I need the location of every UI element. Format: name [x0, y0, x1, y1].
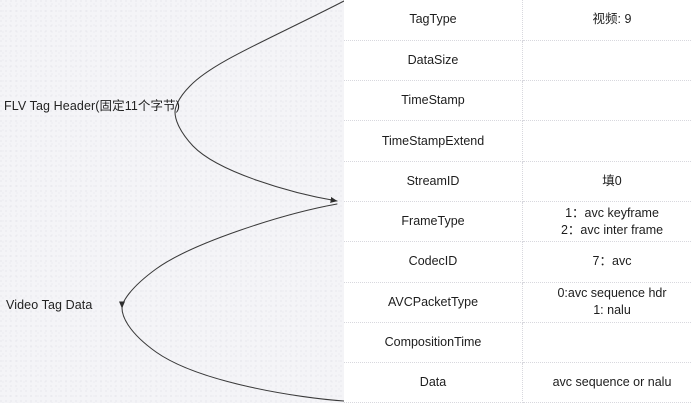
field-value-line: avc sequence or nalu: [552, 375, 672, 390]
field-name-cell: AVCPacketType: [344, 282, 523, 323]
table-body: TagType 视频: 9 DataSize TimeStamp TimeSta…: [344, 0, 692, 403]
field-value-line: 7：avc: [592, 254, 632, 269]
field-value-line: 1: nalu: [593, 303, 631, 318]
field-name-cell: StreamID: [344, 161, 523, 202]
field-value-cell: [522, 40, 692, 82]
field-value-cell: 1：avc keyframe 2：avc inter frame: [522, 201, 692, 243]
field-name-cell: TimeStamp: [344, 80, 523, 122]
table-row: TimeStampExtend: [344, 120, 692, 162]
table-row: DataSize: [344, 40, 692, 82]
table-row: CodecID 7：avc: [344, 241, 692, 283]
table-row: StreamID 填0: [344, 161, 692, 202]
field-value-cell: avc sequence or nalu: [522, 362, 692, 403]
field-value-cell: 视频: 9: [522, 0, 692, 41]
table-row: TimeStamp: [344, 80, 692, 122]
table-row: FrameType 1：avc keyframe 2：avc inter fra…: [344, 201, 692, 243]
field-name-cell: DataSize: [344, 40, 523, 82]
field-name-cell: TimeStampExtend: [344, 120, 523, 162]
field-value-cell: [522, 80, 692, 122]
field-value-line: 0:avc sequence hdr: [557, 286, 667, 301]
field-value-cell: 填0: [522, 161, 692, 202]
field-name-cell: FrameType: [344, 201, 523, 243]
field-value-line: 视频: 9: [592, 12, 632, 27]
table-row: TagType 视频: 9: [344, 0, 692, 41]
field-name-cell: CompositionTime: [344, 322, 523, 364]
field-value-line: 填0: [602, 173, 622, 188]
field-value-line: 1：avc keyframe: [565, 205, 659, 220]
field-value-cell: [522, 120, 692, 162]
flv-video-tag-fields-table: TagType 视频: 9 DataSize TimeStamp TimeSta…: [344, 0, 692, 403]
field-value-cell: 7：avc: [522, 241, 692, 283]
field-value-line: 2：avc inter frame: [560, 222, 664, 237]
diagram-left-panel: [0, 0, 344, 403]
field-value-cell: [522, 322, 692, 364]
field-name-cell: Data: [344, 362, 523, 403]
brace-label-flv-tag-header: FLV Tag Header(固定11个字节): [4, 99, 180, 113]
table-row: AVCPacketType 0:avc sequence hdr 1: nalu: [344, 282, 692, 323]
table-row: CompositionTime: [344, 322, 692, 364]
field-name-cell: TagType: [344, 0, 523, 41]
field-name-cell: CodecID: [344, 241, 523, 283]
table-row: Data avc sequence or nalu: [344, 362, 692, 403]
brace-label-video-tag-data: Video Tag Data: [6, 298, 93, 312]
field-value-cell: 0:avc sequence hdr 1: nalu: [522, 282, 692, 323]
